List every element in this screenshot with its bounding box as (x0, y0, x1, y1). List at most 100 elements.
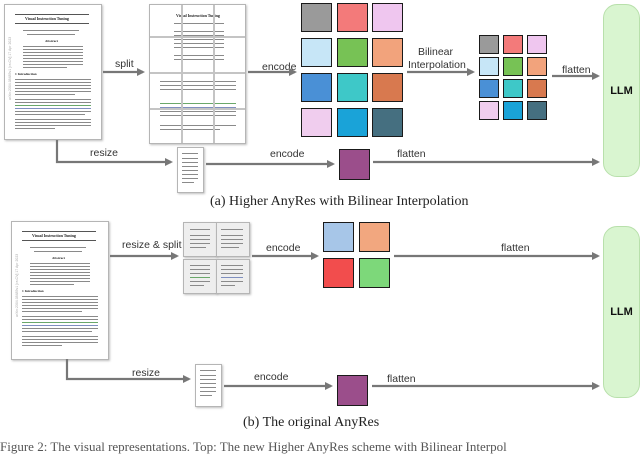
encode-label-2: encode (270, 148, 305, 160)
abstract-line (23, 46, 83, 47)
body-line (15, 82, 91, 83)
body-line (160, 89, 236, 90)
body-line (15, 85, 91, 86)
body-line (221, 265, 243, 266)
abstract-line (174, 35, 224, 36)
body-line-highlight (15, 105, 91, 106)
token-tile-pink (372, 3, 403, 32)
body-line (182, 174, 198, 175)
body-line (221, 273, 243, 274)
token-tile-blue (301, 73, 332, 102)
split-grid-h2 (150, 72, 245, 74)
interpolation-label: Interpolation (408, 59, 466, 71)
body-line (200, 370, 216, 371)
body-line (221, 229, 243, 230)
caption-a: (a) Higher AnyRes with Bilinear Interpol… (210, 194, 469, 209)
token-tile-lavender (301, 108, 332, 137)
body-line (15, 88, 91, 89)
body-line (15, 79, 91, 80)
split-page-top: Visual Instruction Tuning (149, 4, 246, 144)
split-grid-v1 (181, 5, 183, 143)
split-quad-tr (216, 222, 250, 257)
body-line (22, 339, 98, 340)
body-line (22, 311, 82, 312)
resized-page-top (177, 147, 204, 193)
body-line (190, 273, 210, 274)
flatten-label: flatten (562, 64, 591, 76)
body-line (200, 391, 216, 392)
interp-tile-teal (503, 79, 523, 98)
abstract-line (30, 281, 90, 282)
body-line (160, 125, 236, 126)
split-label: split (115, 58, 134, 70)
body-line (15, 111, 91, 112)
body-line (15, 99, 91, 100)
body-line (221, 243, 243, 244)
abstract-line (30, 275, 90, 276)
resize-label: resize (132, 367, 161, 379)
abstract-line (23, 52, 83, 53)
body-line (22, 328, 98, 329)
body-line (182, 170, 198, 171)
author-line (30, 247, 86, 248)
body-line (182, 162, 198, 163)
body-line (22, 336, 98, 337)
bilinear-label: Bilinear (418, 46, 454, 58)
paper-page-top: Visual Instruction Tuning Abstract 1 Int… (4, 4, 102, 140)
intro-heading: 1 Introduction (22, 289, 44, 293)
split-grid-v2 (213, 5, 215, 143)
body-line (160, 115, 236, 116)
abstract-line (23, 55, 83, 56)
abstract-line (23, 58, 83, 59)
body-line (221, 285, 235, 286)
abstract-line (30, 284, 74, 285)
body-line (190, 229, 210, 230)
body-line (190, 243, 210, 244)
body-line (160, 85, 236, 86)
body-line (160, 81, 236, 82)
author-line (34, 251, 82, 252)
body-line (160, 111, 236, 112)
body-line (22, 316, 98, 317)
token-tile-orange (359, 222, 390, 252)
abstract-line (23, 49, 83, 50)
body-line (182, 182, 194, 183)
body-line (22, 302, 98, 303)
token-tile-blue (323, 222, 354, 252)
abstract-line (30, 272, 90, 273)
split-grid-h3 (150, 108, 245, 110)
author-line (27, 34, 75, 35)
resize-arrow (65, 359, 191, 383)
body-line (200, 387, 216, 388)
interp-tile-salmon (503, 35, 523, 54)
flatten-label-2: flatten (397, 148, 426, 160)
split-grid-h1 (150, 36, 245, 38)
global-token-bottom (337, 375, 368, 406)
body-line (182, 166, 198, 167)
interp-tile-brown (527, 79, 547, 98)
abstract-line (23, 61, 83, 62)
body-line (15, 114, 85, 115)
split-quad-bl (183, 259, 217, 294)
body-line (15, 125, 91, 126)
body-line (200, 383, 216, 384)
llm-block-top: LLM (603, 4, 640, 177)
resize-split-label: resize & split (122, 239, 182, 251)
body-line (22, 296, 98, 297)
token-tile-salmon (337, 3, 368, 32)
abstract-line (174, 43, 224, 44)
encode-label-2: encode (254, 371, 289, 383)
token-tile-green (359, 258, 390, 288)
abstract-line (30, 263, 90, 264)
body-line (221, 247, 239, 248)
interp-tile-pink (527, 35, 547, 54)
paper-title: Visual Instruction Tuning (176, 13, 220, 18)
abstract-heading: Abstract (45, 39, 59, 43)
body-line (22, 308, 98, 309)
interp-tile-orange (527, 57, 547, 76)
figure-caption: Figure 2: The visual representations. To… (0, 439, 507, 454)
body-line (190, 269, 210, 270)
body-line (15, 128, 55, 129)
split-quad-br (216, 259, 250, 294)
token-tile-slate (372, 108, 403, 137)
